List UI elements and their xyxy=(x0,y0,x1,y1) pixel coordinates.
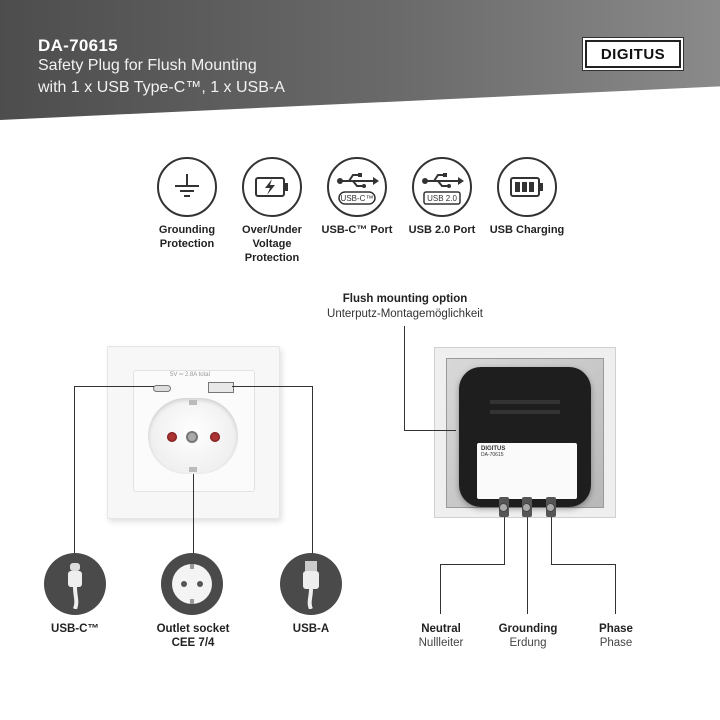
grounding-icon xyxy=(157,157,217,217)
ground-clip-bottom xyxy=(189,467,197,472)
feature-usb-charging: USB Charging xyxy=(482,157,572,237)
flush-mount-title: Flush mounting option xyxy=(342,293,468,305)
leader-line xyxy=(615,564,616,614)
feature-voltage-protection: Over/Under Voltage Protection xyxy=(227,157,317,265)
grounding-label: Grounding Erdung xyxy=(498,623,558,649)
product-title-line-1: Safety Plug for Flush Mounting xyxy=(38,57,257,74)
battery-icon xyxy=(497,157,557,217)
feature-usb-2: USB 2.0 USB 2.0 Port xyxy=(397,157,487,237)
leader-line xyxy=(440,564,505,565)
outlet-socket-label: Outlet socket CEE 7/4 xyxy=(156,623,230,649)
ground-clip-top xyxy=(189,400,197,405)
leader-line xyxy=(312,386,313,554)
outlet-pin-hole xyxy=(167,432,177,442)
usb-a-label: USB-A xyxy=(292,623,330,635)
outlet-pin-hole xyxy=(210,432,220,442)
usb-a-cable-icon xyxy=(280,553,342,615)
leader-line xyxy=(404,430,456,431)
phase-label: Phase Phase xyxy=(599,623,633,649)
feature-label: Grounding Protection xyxy=(158,224,216,250)
usb-2-icon: USB 2.0 xyxy=(412,157,472,217)
usb-c-port xyxy=(153,385,171,392)
leader-line xyxy=(527,517,528,614)
leader-line xyxy=(74,386,154,387)
leader-line xyxy=(440,564,441,614)
terminal-screw xyxy=(499,503,508,512)
leader-line xyxy=(551,564,616,565)
lightning-battery-icon xyxy=(242,157,302,217)
usb-a-port xyxy=(208,382,234,393)
neutral-label: Neutral Nullleiter xyxy=(418,623,464,649)
svg-text:USB-C™: USB-C™ xyxy=(341,194,374,203)
terminal-screw xyxy=(522,503,531,512)
model-number: DA-70615 xyxy=(38,36,118,55)
feature-label: USB 2.0 Port xyxy=(408,224,476,236)
leader-line xyxy=(74,386,75,554)
brand-logo: DIGITUS xyxy=(584,39,682,69)
outlet-center-screw xyxy=(186,431,198,443)
leader-line xyxy=(193,474,194,554)
usb-c-cable-icon xyxy=(44,553,106,615)
terminal-screw xyxy=(546,503,555,512)
leader-line xyxy=(232,386,312,387)
product-title-line-2: with 1 x USB Type-C™, 1 x USB-A xyxy=(38,79,285,96)
feature-usb-c: USB-C™ USB-C™ Port xyxy=(312,157,402,237)
feature-label: USB-C™ Port xyxy=(321,224,393,236)
feature-label: USB Charging xyxy=(489,224,565,236)
vent-slot xyxy=(490,410,560,414)
vent-slot xyxy=(490,400,560,404)
leader-line xyxy=(504,517,505,564)
usb-c-label: USB-C™ xyxy=(51,623,99,635)
flush-mount-subtitle: Unterputz-Montagemöglichkeit xyxy=(327,308,483,320)
schuko-outlet-icon xyxy=(161,553,223,615)
svg-text:USB 2.0: USB 2.0 xyxy=(427,194,457,203)
feature-grounding: Grounding Protection xyxy=(142,157,232,251)
feature-label: Over/Under Voltage Protection xyxy=(242,224,302,264)
leader-line xyxy=(551,517,552,564)
usb-rating-text: 5V ═ 2.8A total xyxy=(170,372,210,378)
usb-c-icon: USB-C™ xyxy=(327,157,387,217)
leader-line xyxy=(404,326,405,430)
product-label: DIGITUS DA-70615 xyxy=(477,443,577,499)
